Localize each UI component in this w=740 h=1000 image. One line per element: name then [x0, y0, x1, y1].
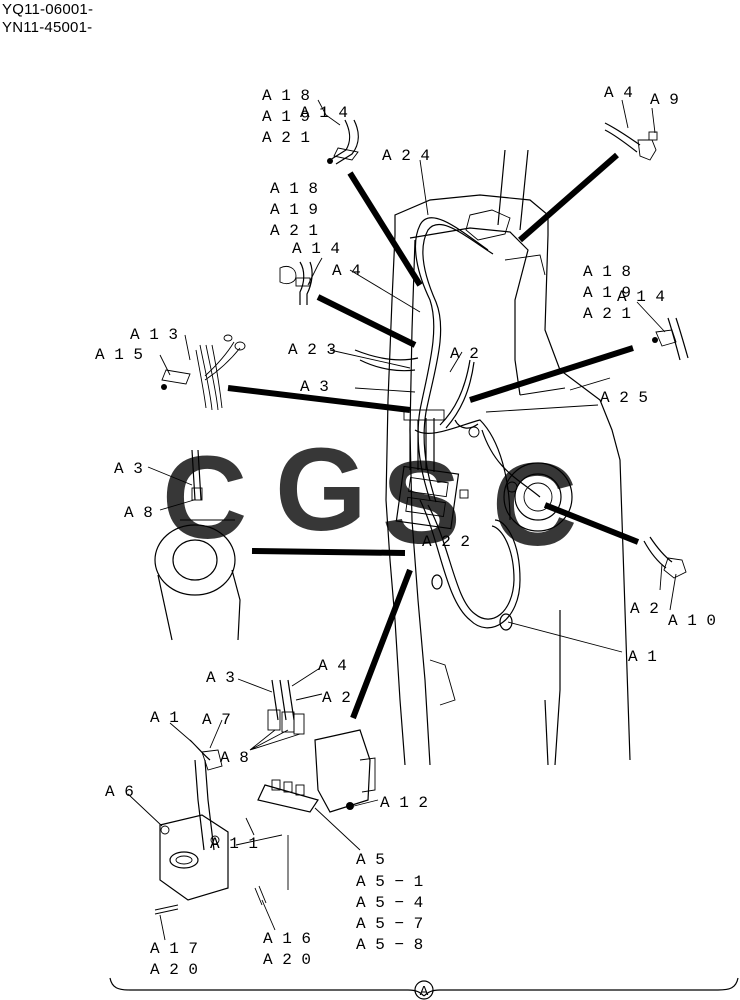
label-a22: A 2 2: [422, 533, 470, 551]
label-a21-mid: A 2 1: [270, 222, 318, 240]
label-a8-detail: A 8: [220, 749, 249, 767]
label-a19-top: A 1 9: [262, 108, 310, 126]
view-marker-label: A: [420, 983, 429, 998]
label-a8-left: A 8: [124, 504, 153, 522]
label-a17: A 1 7: [150, 940, 198, 958]
clamp-detail-upper-left: [327, 119, 359, 165]
label-a5: A 5: [356, 851, 385, 869]
leader-lines: [227, 152, 640, 720]
label-a14-right: A 1 4: [617, 288, 665, 306]
watermark-letter-3: S: [382, 437, 461, 569]
label-a16: A 1 6: [263, 930, 311, 948]
clamp-detail-mid-left: [279, 261, 313, 305]
cylinder-detail-left: [154, 449, 241, 641]
central-manifold: [395, 409, 518, 530]
view-marker-circle: [414, 980, 434, 1000]
label-a21-top: A 2 1: [262, 129, 310, 147]
label-a10: A 1 0: [668, 612, 716, 630]
label-a25: A 2 5: [600, 389, 648, 407]
label-a20-left: A 2 0: [150, 961, 198, 979]
label-a19-mid: A 1 9: [270, 201, 318, 219]
part-labels: A 1 8 A 1 9 A 1 4 A 2 1 A 2 4 A 4 A 9 A …: [95, 84, 716, 998]
label-a7: A 7: [202, 711, 231, 729]
label-leaders: [127, 99, 677, 941]
label-a18-top: A 1 8: [262, 87, 310, 105]
label-a3-detail: A 3: [206, 669, 235, 687]
label-a24: A 2 4: [382, 147, 430, 165]
boom-structure: [385, 149, 631, 766]
label-a4-mid: A 4: [332, 262, 361, 280]
label-a1: A 1: [628, 648, 657, 666]
model-code-2: YN11-45001-: [2, 19, 93, 36]
label-a11: A 1 1: [210, 835, 258, 853]
fitting-detail-right: [643, 536, 687, 579]
label-a23: A 2 3: [288, 341, 336, 359]
label-a12: A 1 2: [380, 794, 428, 812]
label-a5-7: A 5 − 7: [356, 915, 423, 933]
label-a15: A 1 5: [95, 346, 143, 364]
label-a4-detail: A 4: [318, 657, 347, 675]
label-a4-top-right: A 4: [604, 84, 633, 102]
label-a3-center: A 3: [300, 378, 329, 396]
label-a2-detail: A 2: [322, 689, 351, 707]
watermark: C G S C: [162, 424, 577, 571]
watermark-letter-4: C: [492, 439, 577, 571]
label-a5-1: A 5 − 1: [356, 873, 423, 891]
label-a18-right: A 1 8: [583, 263, 631, 281]
label-a2-center: A 2: [450, 345, 479, 363]
wire-harness-detail: [161, 334, 246, 411]
label-a19-right: A 1 9: [583, 284, 631, 302]
lower-assembly-detail: [154, 679, 376, 915]
label-a18-mid: A 1 8: [270, 180, 318, 198]
watermark-letter-2: G: [275, 424, 367, 556]
view-bracket: [109, 977, 739, 1000]
label-a13: A 1 3: [130, 326, 178, 344]
label-a21-right: A 2 1: [583, 305, 631, 323]
label-a5-4: A 5 − 4: [356, 894, 423, 912]
label-a3-left: A 3: [114, 460, 143, 478]
watermark-letter-1: C: [162, 432, 247, 564]
hose-end-top-right: [604, 122, 658, 161]
model-code-1: YQ11-06001-: [2, 1, 94, 18]
label-a5-8: A 5 − 8: [356, 936, 423, 954]
label-a14-top: A 1 4: [300, 104, 348, 122]
label-a14-mid: A 1 4: [292, 240, 340, 258]
label-a9: A 9: [650, 91, 679, 109]
label-a1-detail: A 1: [150, 709, 179, 727]
label-a2-right: A 2: [630, 600, 659, 618]
clamp-detail-right: [652, 317, 689, 361]
label-a20-right: A 2 0: [263, 951, 311, 969]
label-a6: A 6: [105, 783, 134, 801]
